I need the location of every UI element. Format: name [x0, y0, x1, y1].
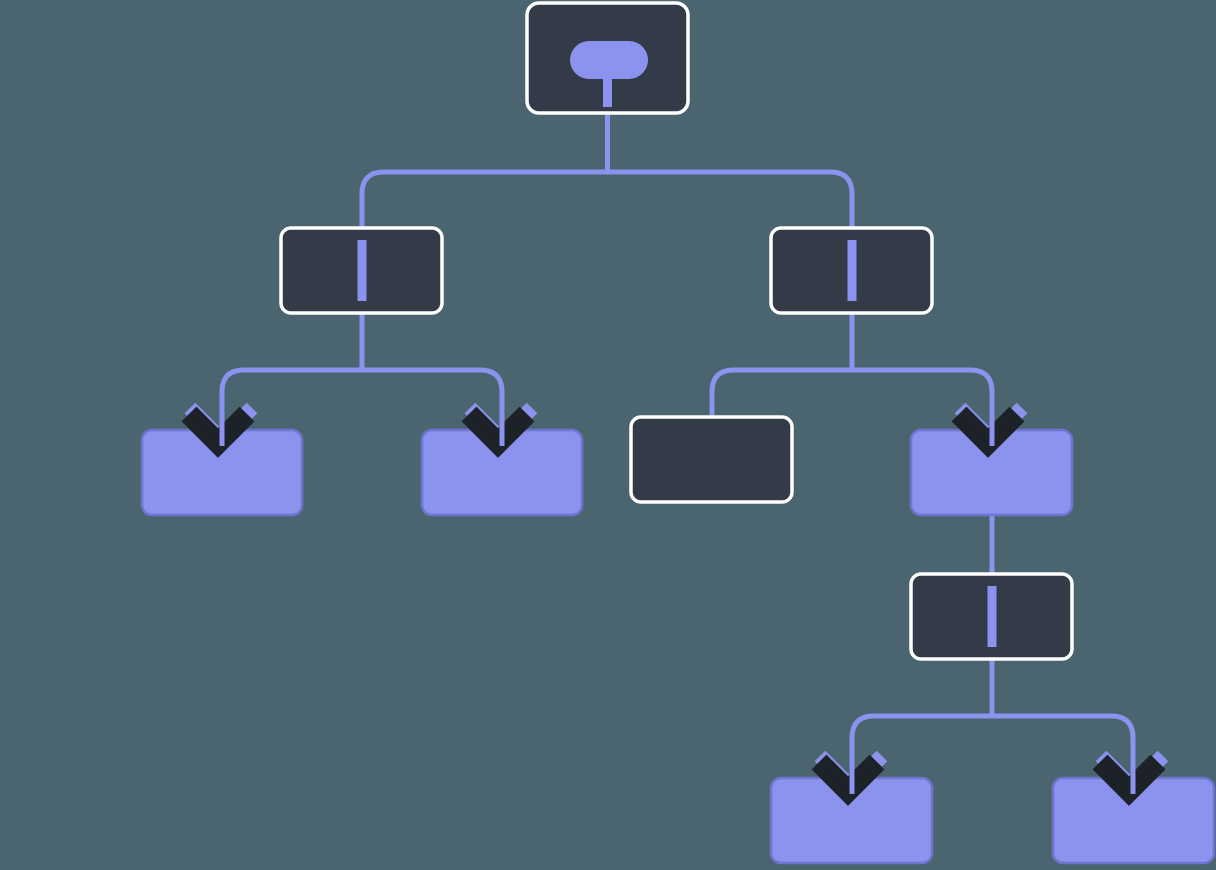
- node-l3-c[interactable]: [629, 415, 794, 504]
- edge-l4-l5b: [992, 713, 1136, 796]
- pill-icon: [570, 41, 648, 79]
- edge-l4-l5a: [849, 713, 992, 796]
- node-l3-c-body[interactable]: [629, 415, 794, 504]
- node-l2-left[interactable]: [279, 226, 444, 315]
- vertical-bar-icon: [847, 240, 857, 301]
- edge-l2right-l3d: [852, 367, 995, 448]
- node-l2-right[interactable]: [769, 226, 934, 315]
- edge-l2left-l3b: [362, 367, 505, 448]
- node-root[interactable]: [525, 1, 690, 115]
- edge-l2left-l3a: [219, 367, 362, 448]
- vertical-bar-icon: [357, 240, 367, 301]
- pill-stem-icon: [603, 74, 612, 107]
- edge-root-l2left: [359, 169, 608, 330]
- node-l4[interactable]: [909, 572, 1074, 661]
- edge-l2right-l3c: [709, 367, 852, 417]
- edge-root-l2right: [607, 169, 855, 330]
- vertical-bar-icon: [987, 586, 997, 647]
